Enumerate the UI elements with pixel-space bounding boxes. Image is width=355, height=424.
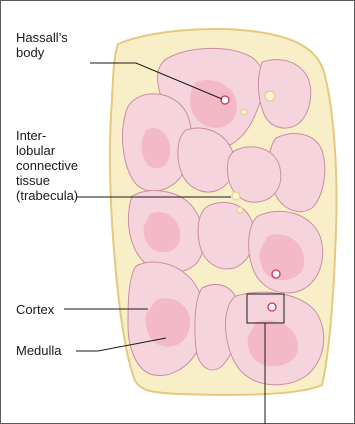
hassalls-body-marker <box>221 96 229 104</box>
hassalls-body-marker <box>268 303 276 311</box>
label-interlobular-connective-tissue: Inter- lobular connective tissue (trabec… <box>16 128 78 203</box>
lobule-middle <box>198 203 254 269</box>
label-cortex: Cortex <box>16 302 54 317</box>
label-medulla: Medulla <box>16 343 62 358</box>
label-hassalls-body: Hassall’s body <box>16 30 68 60</box>
medulla-left-lower <box>146 298 190 347</box>
hassalls-body-marker <box>272 270 280 278</box>
